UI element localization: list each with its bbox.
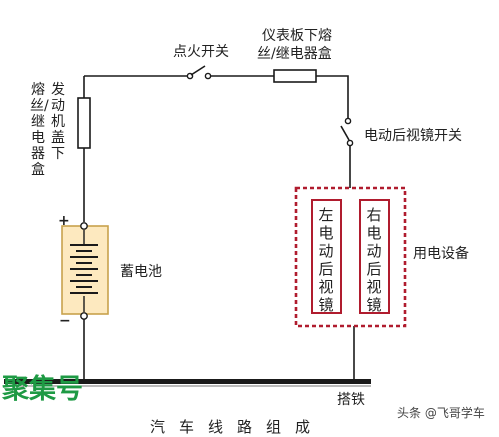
- ignition-switch-label: 点火开关: [173, 44, 229, 60]
- dash-fuse-symbol: [273, 69, 317, 83]
- battery-label: 蓄电池: [120, 264, 162, 280]
- credit-watermark: 头条 @飞哥学车: [397, 406, 485, 420]
- brand-watermark: 聚集号: [2, 374, 83, 405]
- load-group-frame: [294, 186, 407, 328]
- battery-symbol: [61, 222, 109, 320]
- wire-fuse-to-corner: [316, 75, 349, 118]
- right-mirror-label: 右电动后视镜: [366, 206, 382, 314]
- right-mirror-box: [359, 199, 390, 314]
- load-group-label: 用电设备: [413, 246, 469, 262]
- engine-fuse-symbol: [77, 97, 91, 149]
- dash-fuse-label-line1: 仪表板下熔: [262, 28, 332, 44]
- ground-label: 搭铁: [337, 392, 365, 408]
- mirror-switch-symbol: [340, 117, 354, 147]
- left-mirror-box: [311, 199, 342, 314]
- battery-minus-sign: −: [59, 313, 71, 329]
- battery-plus-sign: +: [58, 213, 70, 229]
- mirror-switch-label: 电动后视镜开关: [364, 128, 462, 144]
- circuit-diagram: 点火开关 仪表板下熔 丝/继电器盒 发动机盖下 熔丝/继电器盒 电动后视镜开关 …: [2, 28, 485, 436]
- dash-fuse-label-line2: 丝/继电器盒: [257, 46, 332, 62]
- engine-fuse-label-title: 发动机盖下: [51, 82, 65, 162]
- cropped-caption: 汽车线路组成: [150, 418, 325, 436]
- circuit-wires: [4, 65, 407, 387]
- left-mirror-label: 左电动后视镜: [318, 206, 334, 314]
- ground-bar: [4, 379, 371, 384]
- engine-fuse-label-sub: 熔丝/继电器盒: [30, 82, 49, 178]
- ignition-switch-symbol: [186, 65, 212, 80]
